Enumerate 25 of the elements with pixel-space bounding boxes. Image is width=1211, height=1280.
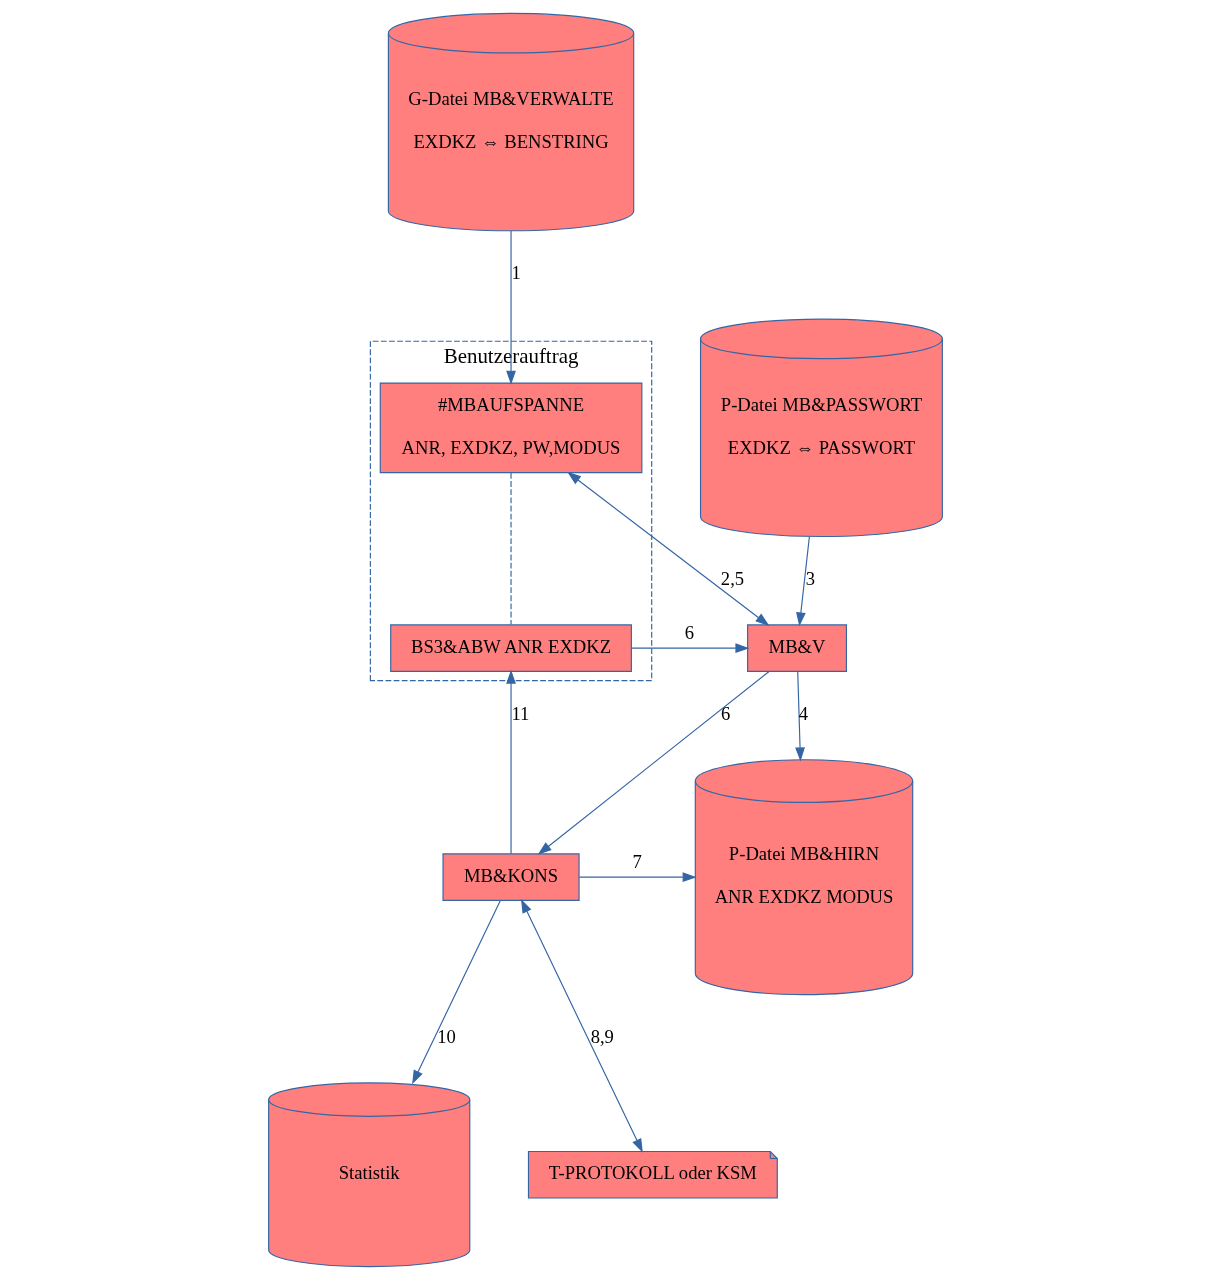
arrow [578, 872, 697, 883]
edge-label: 2,5 [720, 568, 745, 590]
edge-label: 10 [437, 1026, 456, 1048]
arrow [412, 899, 501, 1085]
edge-label: 4 [798, 702, 809, 724]
arrow [567, 471, 770, 626]
edge-label: 1 [511, 262, 521, 284]
node-box: MB&KONS [442, 853, 580, 901]
edge-label: 6 [720, 702, 731, 724]
node-box: BS3&ABW ANR EXDKZ [390, 624, 632, 672]
node-box: #MBAUFSPANNE ANR, EXDKZ, PW,MODUS [379, 382, 643, 474]
node-box: MB&V [747, 624, 848, 672]
arrow [796, 536, 810, 627]
edge-label: 6 [684, 621, 695, 643]
edge-label: 7 [632, 850, 642, 872]
arrow [520, 898, 643, 1153]
edge-label: 3 [805, 568, 816, 590]
arrow [630, 643, 750, 654]
arrow [795, 670, 805, 762]
arrow [506, 669, 516, 855]
edge-label: 11 [511, 702, 530, 724]
arrow [537, 670, 770, 855]
edge-label: 8,9 [590, 1026, 614, 1048]
arrow [506, 230, 516, 385]
connector [510, 472, 512, 625]
